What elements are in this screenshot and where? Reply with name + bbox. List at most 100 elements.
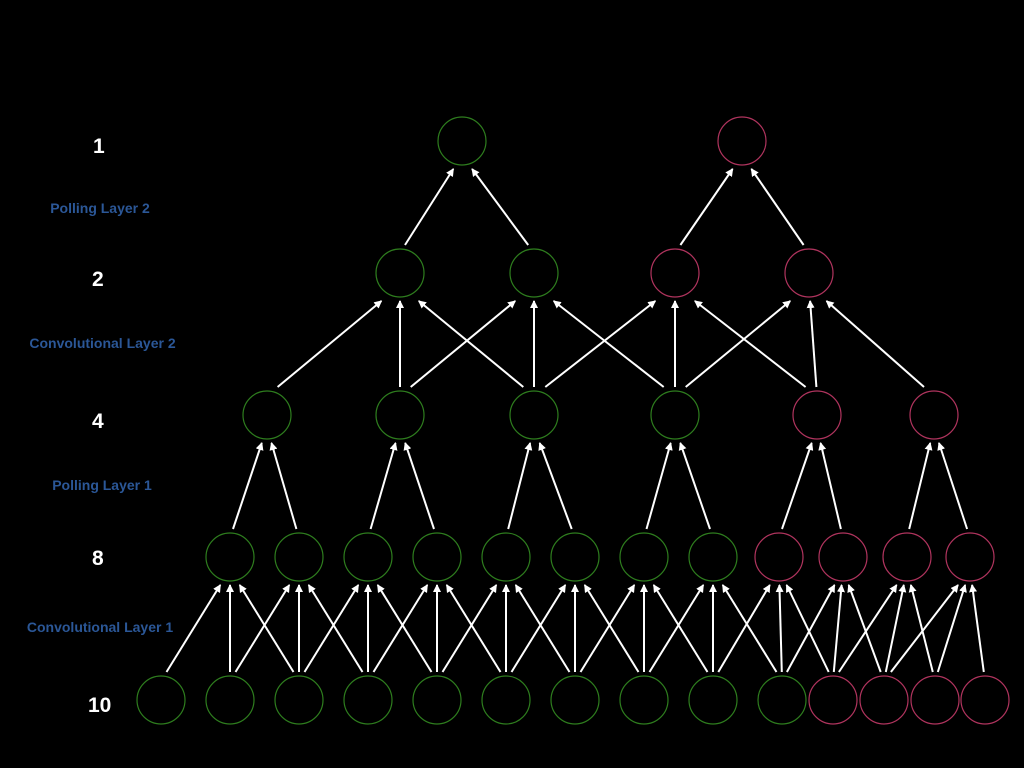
pink-neuron-node	[754, 532, 804, 582]
connection-arrow	[908, 442, 933, 530]
green-neuron-node	[412, 675, 462, 725]
connection-arrow	[507, 442, 533, 530]
green-neuron-node	[375, 248, 425, 298]
green-neuron-node	[619, 532, 669, 582]
pink-neuron-node	[717, 116, 767, 166]
green-neuron-node	[619, 675, 669, 725]
layer-label: Convolutional Layer 2	[29, 335, 176, 351]
layer-label: Convolutional Layer 1	[26, 619, 174, 635]
connection-arrow	[276, 300, 383, 388]
row-count-label: 10	[88, 694, 112, 717]
pink-neuron-node	[910, 675, 960, 725]
connection-arrow	[786, 584, 836, 673]
connection-arrow	[514, 584, 571, 673]
connection-arrow	[818, 442, 842, 530]
pink-neuron-node	[818, 532, 868, 582]
pink-neuron-node	[945, 532, 995, 582]
connection-arrow	[471, 168, 530, 246]
connection-arrow	[832, 584, 845, 673]
connection-arrow	[838, 584, 898, 673]
green-neuron-node	[205, 532, 255, 582]
connection-arrow	[775, 584, 784, 673]
connection-arrow	[884, 584, 907, 673]
pink-neuron-node	[650, 248, 700, 298]
green-neuron-node	[375, 390, 425, 440]
row-count-label: 2	[92, 268, 104, 291]
green-neuron-node	[688, 532, 738, 582]
pink-neuron-node	[882, 532, 932, 582]
connection-arrow	[785, 584, 830, 673]
connection-arrow	[410, 300, 516, 388]
green-neuron-node	[688, 675, 738, 725]
connection-arrow	[648, 584, 705, 673]
connection-arrow	[510, 584, 567, 673]
connection-arrow	[721, 584, 778, 673]
green-neuron-node	[274, 532, 324, 582]
green-neuron-node	[550, 532, 600, 582]
connection-arrow	[847, 584, 882, 673]
connection-arrow	[445, 584, 502, 673]
green-neuron-node	[437, 116, 487, 166]
connection-arrow	[544, 300, 657, 388]
connection-arrow	[685, 300, 791, 388]
connection-arrow	[269, 442, 298, 530]
layer-label: Polling Layer 2	[50, 200, 150, 216]
connection-arrow	[165, 584, 222, 673]
green-neuron-node	[242, 390, 292, 440]
connection-arrow	[538, 442, 573, 530]
connection-arrow	[404, 168, 455, 246]
layer-label: Polling Layer 1	[52, 477, 152, 493]
connection-arrow	[717, 584, 771, 673]
row-count-label: 8	[92, 547, 104, 570]
connection-arrow	[307, 584, 364, 673]
connection-arrow	[908, 584, 934, 673]
connection-arrow	[645, 442, 673, 530]
connection-arrow	[890, 584, 959, 673]
connection-arrow	[694, 300, 807, 388]
pink-neuron-node	[792, 390, 842, 440]
green-neuron-node	[481, 532, 531, 582]
pink-neuron-node	[808, 675, 858, 725]
connection-arrow	[936, 584, 967, 673]
green-neuron-node	[205, 675, 255, 725]
pink-neuron-node	[859, 675, 909, 725]
connection-arrow	[678, 442, 711, 530]
pink-neuron-node	[784, 248, 834, 298]
connection-arrow	[825, 300, 925, 388]
green-neuron-node	[481, 675, 531, 725]
connection-arrow	[441, 584, 498, 673]
connection-arrow	[750, 168, 805, 246]
connection-arrow	[232, 442, 264, 530]
green-neuron-node	[650, 390, 700, 440]
green-neuron-node	[343, 532, 393, 582]
connection-arrow	[376, 584, 433, 673]
green-neuron-node	[757, 675, 807, 725]
connection-arrow	[369, 442, 398, 530]
green-neuron-node	[343, 675, 393, 725]
pink-neuron-node	[960, 675, 1010, 725]
connection-arrow	[679, 168, 734, 246]
row-count-label: 1	[93, 135, 105, 158]
pink-neuron-node	[909, 390, 959, 440]
connection-arrow	[403, 442, 435, 530]
connection-arrow	[937, 442, 969, 530]
connection-arrow	[806, 300, 818, 388]
connection-arrow	[969, 584, 985, 673]
connection-arrow	[234, 584, 291, 673]
green-neuron-node	[412, 532, 462, 582]
row-count-label: 4	[92, 410, 104, 433]
green-neuron-node	[136, 675, 186, 725]
green-neuron-node	[509, 248, 559, 298]
connection-arrow	[552, 300, 665, 388]
connection-arrow	[372, 584, 429, 673]
connection-arrow	[303, 584, 360, 673]
green-neuron-node	[274, 675, 324, 725]
connection-arrow	[583, 584, 640, 673]
connection-arrow	[238, 584, 295, 673]
green-neuron-node	[550, 675, 600, 725]
connection-arrow	[652, 584, 709, 673]
connection-arrow	[418, 300, 524, 388]
connection-arrow	[781, 442, 814, 530]
connection-arrow	[579, 584, 636, 673]
